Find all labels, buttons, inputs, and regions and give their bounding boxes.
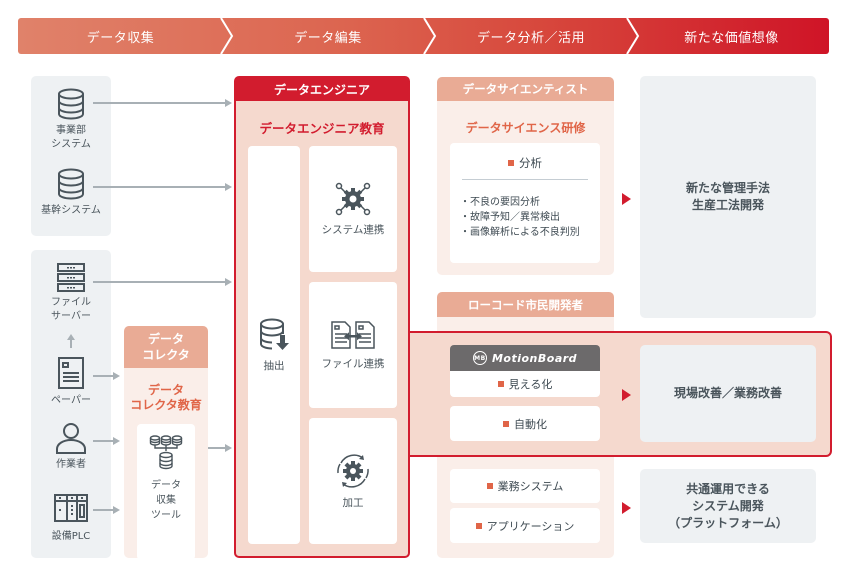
document-icon	[58, 357, 84, 389]
bullet-square-icon	[497, 381, 504, 387]
processing-card: 加工	[309, 418, 397, 544]
list-item: ・画像解析による不良判別	[460, 227, 580, 238]
flow-arrow	[93, 440, 113, 442]
outcome-arrow-icon	[622, 193, 631, 205]
file-transfer-icon	[331, 320, 375, 349]
source-plc: 設備PLC	[31, 494, 111, 544]
flow-arrow	[93, 375, 113, 377]
file-link-card: ファイル連携	[309, 282, 397, 408]
chevron-separator-icon	[423, 18, 437, 54]
database-icon	[58, 88, 84, 120]
data-engineer-header: データエンジニア	[236, 78, 408, 101]
outcome-field-improvement: 現場改善／業務改善	[640, 345, 816, 442]
data-scientist-panel: データサイエンティスト データサイエンス研修 分析 ・不良の要因分析 ・故障予知…	[437, 77, 614, 275]
bullet-square-icon	[508, 160, 514, 166]
arrow-head-icon	[113, 506, 120, 514]
outcome-arrow-icon	[622, 502, 631, 514]
data-collection-tool-card: データ収集ツール	[137, 424, 195, 560]
arrow-head-icon	[225, 183, 232, 191]
outcome-common-platform: 共通運用できるシステム開発（プラットフォーム）	[640, 469, 816, 543]
automation-card: 自動化	[450, 406, 600, 441]
stage-new-value: 新たな価値想像	[684, 30, 779, 46]
source-label: ファイル	[51, 297, 91, 308]
stage-bar: データ収集 データ編集 データ分析／活用 新たな価値想像	[18, 18, 829, 54]
business-system-card: 業務システム	[450, 469, 600, 503]
data-engineer-panel: データエンジニア データエンジニア教育 抽出 システム連携 ファイル連携 加工	[234, 76, 410, 558]
data-collector-header: データコレクタ	[124, 326, 208, 368]
stage-collect: データ収集	[86, 30, 155, 46]
system-link-card: システム連携	[309, 146, 397, 272]
data-engineer-education: データエンジニア教育	[259, 121, 385, 136]
chevron-separator-icon	[220, 18, 234, 54]
source-worker: 作業者	[31, 422, 111, 472]
flow-arrow	[93, 102, 225, 104]
list-item: ・不良の要因分析	[460, 197, 540, 208]
bullet-square-icon	[486, 483, 493, 489]
arrow-head-icon	[225, 278, 232, 286]
gear-cycle-icon	[337, 453, 369, 488]
data-merge-icon	[149, 435, 183, 470]
motionboard-header: MB MotionBoard	[450, 345, 600, 371]
data-collector-education: データコレクタ教育	[130, 383, 202, 412]
analysis-card: 分析 ・不良の要因分析 ・故障予知／異常検出 ・画像解析による不良判別	[450, 143, 600, 263]
analysis-list: ・不良の要因分析 ・故障予知／異常検出 ・画像解析による不良判別	[460, 195, 580, 240]
outcome-arrow-icon	[622, 389, 631, 401]
source-file-server: ファイルサーバー	[31, 262, 111, 324]
flow-arrow	[93, 281, 225, 283]
arrow-head-icon	[225, 99, 232, 107]
data-collection-tool-label: データ収集ツール	[151, 480, 181, 521]
source-core-system: 基幹システム	[31, 168, 111, 218]
data-science-training: データサイエンス研修	[465, 121, 586, 135]
source-division-system: 事業部システム	[31, 88, 111, 152]
arrow-head-icon	[113, 437, 120, 445]
bullet-square-icon	[503, 420, 509, 427]
data-collector-panel: データコレクタ データコレクタ教育 データ収集ツール	[124, 326, 208, 560]
list-item: ・故障予知／異常検出	[460, 212, 560, 223]
motionboard-logo-icon: MB	[472, 351, 487, 365]
up-arrow-icon	[67, 334, 75, 340]
visualization-card: 見える化	[450, 371, 600, 397]
arrow-head-icon	[113, 372, 120, 380]
extract-card: 抽出	[248, 146, 300, 544]
stage-analyze: データ分析／活用	[476, 30, 585, 46]
up-arrow-line	[70, 338, 72, 348]
flow-arrow	[93, 509, 113, 511]
source-label: 事業部	[55, 125, 86, 136]
person-icon	[56, 423, 86, 454]
lowcode-header: ローコード市民開発者	[437, 292, 614, 317]
server-icon	[57, 263, 85, 292]
source-label: 作業者	[56, 459, 86, 470]
application-card: アプリケーション	[450, 508, 600, 543]
divider	[462, 179, 588, 180]
flow-arrow	[204, 447, 225, 449]
source-label: 基幹システム	[41, 205, 101, 216]
gear-network-icon	[335, 182, 371, 215]
source-label: ペーパー	[51, 395, 91, 406]
database-icon	[58, 168, 84, 200]
source-paper: ペーパー	[31, 356, 111, 408]
source-label: 設備PLC	[51, 531, 91, 542]
data-scientist-header: データサイエンティスト	[437, 77, 614, 101]
plc-icon	[54, 494, 88, 522]
chevron-separator-icon	[626, 18, 640, 54]
stage-edit: データ編集	[294, 30, 362, 46]
source-label: システム	[51, 139, 91, 150]
database-download-icon	[260, 318, 289, 350]
flow-arrow	[93, 186, 225, 188]
outcome-new-methods: 新たな管理手法生産工法開発	[640, 76, 816, 318]
source-label: サーバー	[51, 311, 91, 322]
bullet-square-icon	[475, 522, 482, 529]
arrow-head-icon	[225, 444, 232, 452]
